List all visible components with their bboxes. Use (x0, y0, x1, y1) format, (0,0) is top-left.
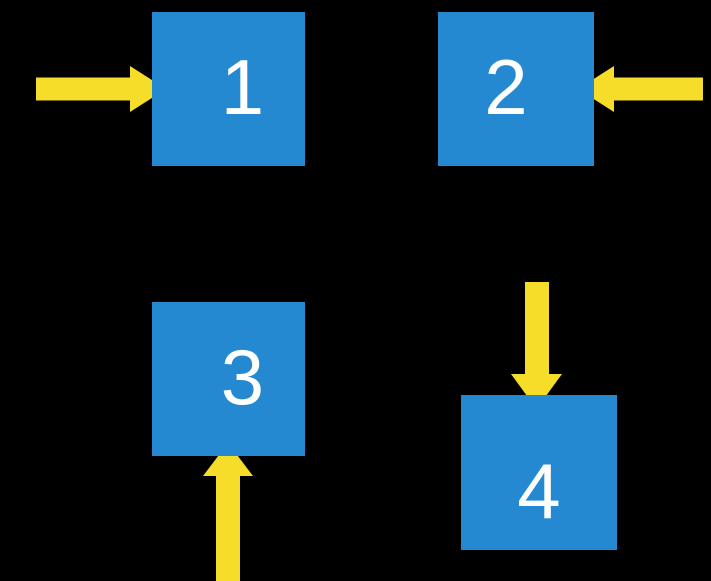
node-box-3[interactable]: 3 (152, 302, 305, 456)
node-box-4[interactable]: 4 (461, 395, 617, 550)
node-box-2[interactable]: 2 (438, 12, 594, 166)
arrow-up-into-node-3 (203, 443, 253, 581)
arrow-left-shape (578, 66, 703, 112)
node-label-4: 4 (517, 446, 561, 535)
arrow-right-into-node-1 (36, 66, 166, 112)
arrow-left-into-node-2 (578, 66, 703, 112)
arrow-down-into-node-4 (511, 282, 562, 409)
arrow-right-shape (36, 66, 166, 112)
arrow-down-shape (511, 282, 562, 409)
arrow-up-shape (203, 443, 253, 581)
node-label-2: 2 (484, 43, 528, 131)
node-label-3: 3 (220, 333, 265, 421)
node-label-1: 1 (220, 43, 265, 131)
node-box-1[interactable]: 1 (152, 12, 305, 166)
